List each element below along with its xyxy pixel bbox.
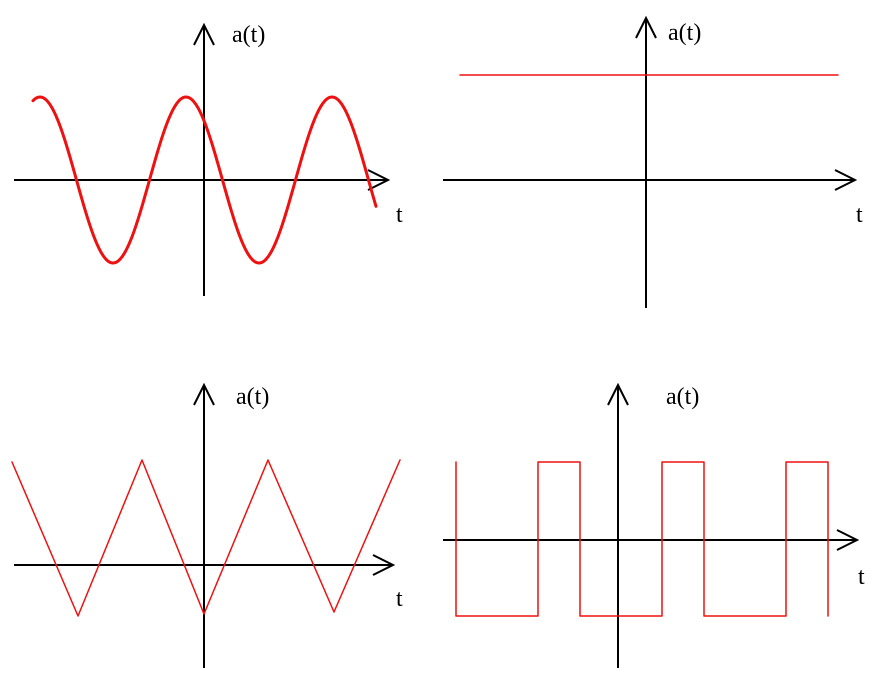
x-axis-label: t <box>856 202 863 228</box>
x-axis-arrow <box>367 169 391 191</box>
panel-constant: a(t) t <box>443 15 863 308</box>
triangle-wave <box>11 459 401 617</box>
y-axis-arrow <box>193 22 215 46</box>
square-wave <box>455 461 829 617</box>
y-axis-label: a(t) <box>236 384 269 410</box>
panel-triangle: a(t) t <box>11 382 403 668</box>
x-axis-arrow <box>834 169 858 191</box>
x-axis-label: t <box>858 564 865 590</box>
panel-square: a(t) t <box>443 382 865 668</box>
x-axis-arrow <box>372 554 396 576</box>
y-axis-arrow <box>635 15 657 39</box>
y-axis-label: a(t) <box>666 384 699 410</box>
y-axis-label: a(t) <box>668 20 701 46</box>
panel-sine: a(t) t <box>14 22 403 296</box>
x-axis-label: t <box>396 586 403 612</box>
y-axis-arrow <box>193 382 215 406</box>
sine-wave <box>31 95 378 265</box>
x-axis-label: t <box>396 202 403 228</box>
y-axis-arrow <box>607 382 629 406</box>
x-axis-arrow <box>836 529 860 551</box>
y-axis-label: a(t) <box>232 22 265 48</box>
